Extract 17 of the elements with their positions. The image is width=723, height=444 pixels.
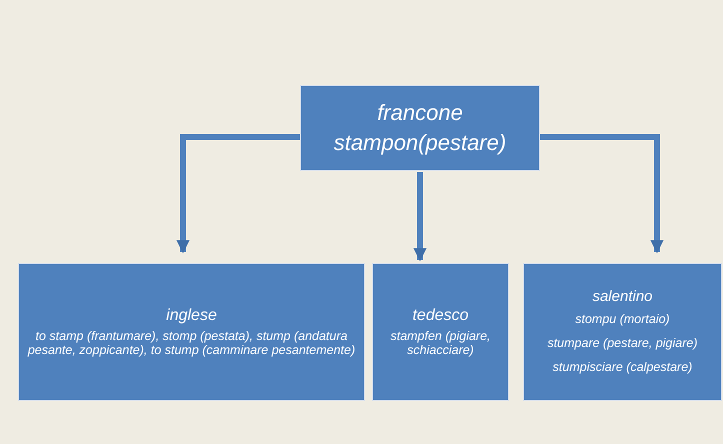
arrow: [540, 134, 664, 254]
word-meaning-text: stumpare (pestare, pigiare): [547, 336, 698, 350]
language-box: [18, 263, 365, 401]
arrow: [176, 134, 300, 254]
language-name: salentino: [592, 288, 653, 304]
language-name: inglese: [166, 307, 217, 325]
language-box: [372, 263, 509, 401]
word-meaning-text: stampfen (pigiare, schiacciare): [389, 329, 492, 357]
origin-word-text: stampon(pestare): [334, 130, 506, 156]
language-name: tedesco: [412, 307, 469, 325]
word-meaning-text: stompu (mortaio): [575, 312, 670, 326]
language-box: [523, 263, 722, 401]
origin-word-text: francone: [377, 100, 463, 126]
arrow: [413, 172, 427, 262]
word-meaning-text: to stamp (frantumare), stomp (pestata), stump (andatura pesante, zoppicante), to stump (camminare pesantemente): [26, 329, 356, 357]
language-box: [300, 85, 540, 171]
word-meaning-text: stumpisciare (calpestare): [552, 360, 692, 374]
